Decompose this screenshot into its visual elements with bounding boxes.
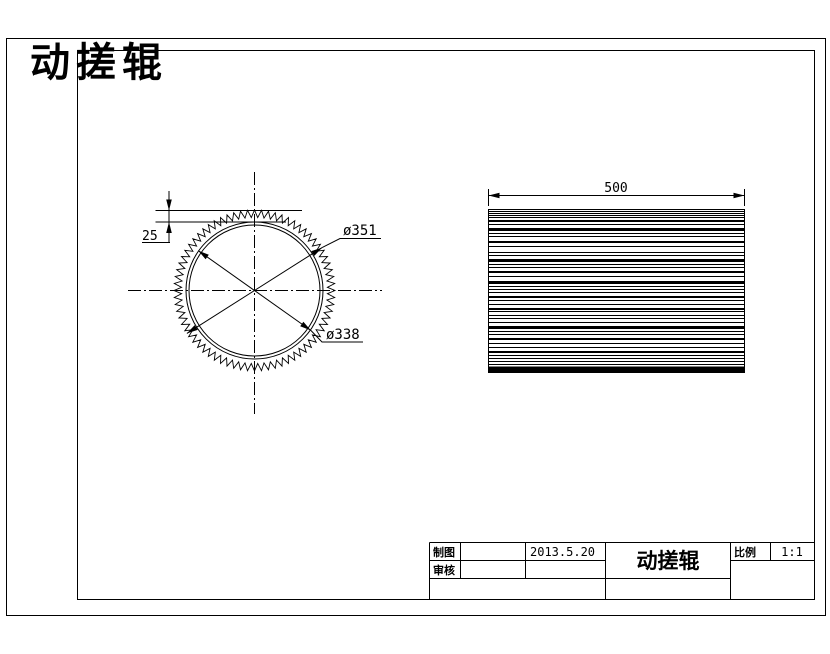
dim-text-length: 500 bbox=[604, 181, 627, 196]
dimension-arrowhead bbox=[311, 247, 323, 256]
knurl-stripe bbox=[488, 331, 745, 332]
knurl-stripe bbox=[488, 343, 745, 344]
dimension-arrowhead bbox=[300, 321, 311, 331]
dim-text-tip-diameter: ø351 bbox=[343, 223, 377, 239]
knurl-stripe bbox=[488, 236, 745, 237]
knurl-stripe bbox=[488, 347, 745, 348]
titleblock-checked-label: 审核 bbox=[433, 563, 455, 577]
knurl-stripes bbox=[488, 211, 745, 365]
titleblock-scale-value: 1:1 bbox=[781, 545, 803, 559]
knurl-stripe bbox=[488, 224, 745, 225]
knurl-stripe bbox=[488, 241, 745, 243]
knurl-stripe bbox=[488, 276, 745, 277]
sheet-title-red: 动搓辊 bbox=[30, 41, 168, 85]
knurl-stripe bbox=[488, 281, 745, 284]
knurl-stripe bbox=[488, 308, 745, 310]
knurl-stripe bbox=[488, 264, 745, 265]
titleblock-part-name: 动搓辊 bbox=[637, 549, 700, 573]
knurl-stripe bbox=[488, 289, 745, 290]
outer-border bbox=[6, 38, 826, 616]
knurl-stripe bbox=[488, 252, 745, 253]
knurl-stripe bbox=[488, 351, 745, 353]
roller-side-view: 500 bbox=[488, 181, 745, 373]
dimension-arrowhead bbox=[488, 192, 500, 199]
knurl-stripe bbox=[488, 322, 745, 323]
knurl-stripe bbox=[488, 213, 745, 214]
knurl-stripe bbox=[488, 355, 745, 356]
titleblock-date: 2013.5.20 bbox=[530, 545, 595, 559]
roller-front-view: ø351 ø338 25 bbox=[128, 172, 382, 414]
title-block bbox=[429, 542, 815, 600]
dimension-arrowhead bbox=[198, 250, 209, 260]
dimension-arrowhead bbox=[186, 325, 198, 334]
titleblock-drawn-label: 制图 bbox=[433, 545, 455, 559]
knurl-stripe bbox=[488, 271, 745, 273]
leader-root-diameter bbox=[310, 330, 363, 343]
knurl-stripe bbox=[488, 259, 745, 262]
title-block-texts: 制图 审核 2013.5.20 动搓辊 比例 1:1 bbox=[433, 545, 803, 577]
knurl-stripe bbox=[488, 358, 745, 359]
knurl-stripe bbox=[488, 318, 745, 319]
knurl-stripe bbox=[488, 215, 745, 216]
knurl-stripe bbox=[488, 315, 745, 316]
knurl-stripe bbox=[488, 304, 745, 305]
knurl-stripe bbox=[488, 220, 745, 222]
knurl-stripe bbox=[488, 292, 745, 293]
dim-text-tooth-depth: 25 bbox=[142, 229, 158, 244]
knurl-stripe bbox=[488, 286, 745, 287]
knurl-stripe bbox=[488, 217, 745, 218]
knurl-stripe bbox=[488, 228, 745, 231]
roller-bottom-band bbox=[488, 366, 745, 373]
knurl-stripe bbox=[488, 361, 745, 362]
titleblock-scale-label: 比例 bbox=[734, 545, 756, 559]
knurl-stripe bbox=[488, 334, 745, 335]
dimension-arrowhead bbox=[733, 192, 745, 199]
knurl-stripe bbox=[488, 246, 745, 247]
knurl-stripe bbox=[488, 233, 745, 234]
dim-line-root-diameter bbox=[197, 250, 312, 331]
knurl-stripe bbox=[488, 326, 745, 329]
inner-circle-inner bbox=[188, 224, 321, 357]
knurl-stripe bbox=[488, 255, 745, 256]
knurl-stripe bbox=[488, 338, 745, 340]
dimension-arrowhead bbox=[166, 199, 172, 211]
knurl-stripe bbox=[488, 364, 745, 365]
knurl-stripe bbox=[488, 300, 745, 301]
dimension-arrowhead bbox=[166, 222, 172, 233]
dim-text-root-diameter: ø338 bbox=[326, 327, 360, 343]
leader-tip-diameter bbox=[321, 238, 381, 249]
knurl-stripe bbox=[488, 211, 745, 212]
knurl-stripe bbox=[488, 267, 745, 268]
knurl-stripe bbox=[488, 296, 745, 298]
inner-border bbox=[77, 50, 815, 600]
knurl-stripe bbox=[488, 311, 745, 312]
gear-teeth-ring bbox=[172, 208, 337, 373]
